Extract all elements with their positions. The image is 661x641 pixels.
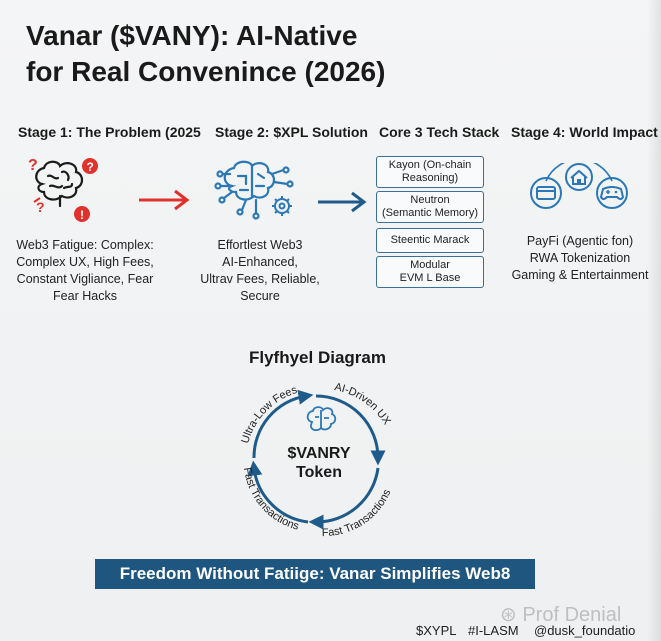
token-word: Token bbox=[296, 464, 342, 481]
watermark-logo-icon: ⊛ bbox=[500, 604, 523, 626]
svg-text:AI-Driven UX: AI-Driven UX bbox=[333, 381, 393, 427]
footer-handle[interactable]: @dusk_foundatio bbox=[534, 623, 636, 638]
stage-2-description: Effortlest Web3 AI-Enhanced, Ultrav Fees… bbox=[194, 237, 326, 305]
stage-1-line: Constant Vigliance, Fear bbox=[16, 272, 154, 286]
flywheel-arc bbox=[308, 467, 380, 530]
stage-4-heading: Stage 4: World Impact bbox=[511, 124, 658, 140]
tech-box-modular: Modular EVM L Base bbox=[376, 256, 484, 288]
stage-4-description: PayFi (Agentic fon) RWA Tokenization Gam… bbox=[506, 233, 654, 284]
stage-1-line: Fear Hacks bbox=[53, 289, 117, 303]
flywheel-brain-icon bbox=[306, 406, 337, 432]
confused-brain-icon: ? ? ! ? bbox=[28, 157, 98, 222]
tech-box-line: EVM L Base bbox=[399, 272, 461, 284]
footer-hashtag[interactable]: #I-LASM bbox=[468, 623, 519, 638]
tech-box-kayon: Kayon (On-chain Reasoning) bbox=[376, 156, 484, 188]
red-arrow-icon bbox=[139, 189, 190, 211]
title-line-2: for Real Convenince (2026) bbox=[26, 56, 386, 87]
stage-2-line: Secure bbox=[240, 289, 280, 303]
stage-2-line: Ultrav Fees, Reliable, bbox=[200, 272, 320, 286]
stage-4-line: RWA Tokenization bbox=[529, 251, 631, 265]
svg-text:?: ? bbox=[28, 157, 38, 174]
watermark-text: Prof Denial bbox=[522, 604, 622, 626]
circuit-brain-icon bbox=[214, 160, 294, 220]
flywheel-title: Flyfhyel Diagram bbox=[249, 348, 386, 367]
tech-box-line: Modular bbox=[410, 259, 450, 271]
svg-text:?: ? bbox=[36, 199, 45, 215]
slogan-banner: Freedom Without Fatiige: Vanar Simplifie… bbox=[95, 559, 535, 589]
svg-text:?: ? bbox=[87, 160, 94, 174]
blue-arrow-icon bbox=[318, 191, 367, 213]
stage-2-line: Effortlest Web3 bbox=[217, 238, 303, 252]
flywheel-arc bbox=[252, 389, 314, 459]
tech-box-line: (Semantic Memory) bbox=[382, 207, 478, 219]
tech-box-neutron: Neutron (Semantic Memory) bbox=[376, 191, 484, 223]
flywheel-label: Fast Transactions bbox=[322, 487, 394, 539]
tech-box-stack: Steentic Marack bbox=[376, 228, 484, 253]
stage-1-heading: Stage 1: The Problem (2025 bbox=[18, 124, 201, 140]
stage-1-line: Complex UX, High Fees, bbox=[16, 255, 154, 269]
stage-1-line: Web3 Fatigue: Complex: bbox=[16, 238, 154, 252]
token-name: $VANRY bbox=[287, 445, 351, 462]
stage-1-description: Web3 Fatigue: Complex: Complex UX, High … bbox=[8, 237, 162, 305]
world-impact-icons bbox=[530, 163, 628, 209]
footer-hashtag[interactable]: $XYPL bbox=[416, 623, 457, 638]
tech-box-line: Kayon (On-chain bbox=[388, 159, 472, 171]
tech-box-line: Steentic Marack bbox=[390, 234, 470, 246]
tech-box-line: Neutron bbox=[410, 194, 450, 206]
flywheel-arc bbox=[315, 394, 386, 466]
stage-2-line: AI-Enhanced, bbox=[222, 255, 298, 269]
gamepad-icon bbox=[596, 177, 628, 209]
stage-4-line: PayFi (Agentic fon) bbox=[526, 234, 634, 248]
edge-shadow bbox=[647, 0, 661, 641]
stage-4-line: Gaming & Entertainment bbox=[511, 268, 649, 282]
svg-text:Fast Transactions: Fast Transactions bbox=[322, 487, 394, 539]
flywheel-label: AI-Driven UX bbox=[333, 381, 393, 427]
flywheel-diagram: Ultra-Low Fees AI-Driven UX Fast Transac… bbox=[239, 381, 394, 539]
flywheel-arc bbox=[247, 460, 309, 524]
flywheel-center-token: $VANRY Token bbox=[274, 444, 364, 482]
page-title: Vanar ($VANY): AI-Native for Real Conven… bbox=[26, 18, 385, 90]
tech-box-line: Reasoning) bbox=[401, 172, 459, 184]
title-line-1: Vanar ($VANY): AI-Native bbox=[26, 20, 358, 51]
payment-card-icon bbox=[530, 177, 562, 209]
stage-2-heading: Stage 2: $XPL Solution bbox=[215, 124, 368, 140]
stage-3-heading: Core 3 Tech Stack bbox=[379, 124, 500, 140]
watermark: ⊛ Prof Denial bbox=[500, 602, 621, 627]
svg-text:!: ! bbox=[80, 208, 84, 222]
home-icon bbox=[565, 163, 593, 191]
